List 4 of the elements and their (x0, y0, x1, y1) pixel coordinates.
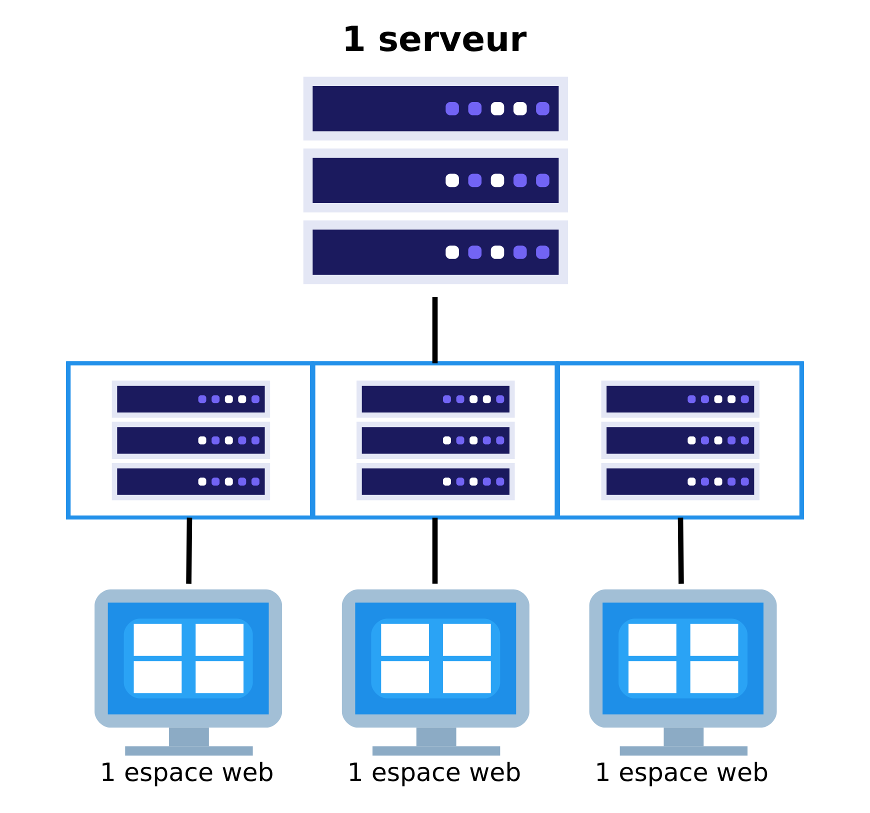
node-label: 1 espace web (347, 758, 522, 788)
node-label: 1 serveur (342, 20, 527, 60)
node-label: 1 espace web (594, 758, 769, 788)
node-label: 1 espace web (100, 758, 274, 788)
